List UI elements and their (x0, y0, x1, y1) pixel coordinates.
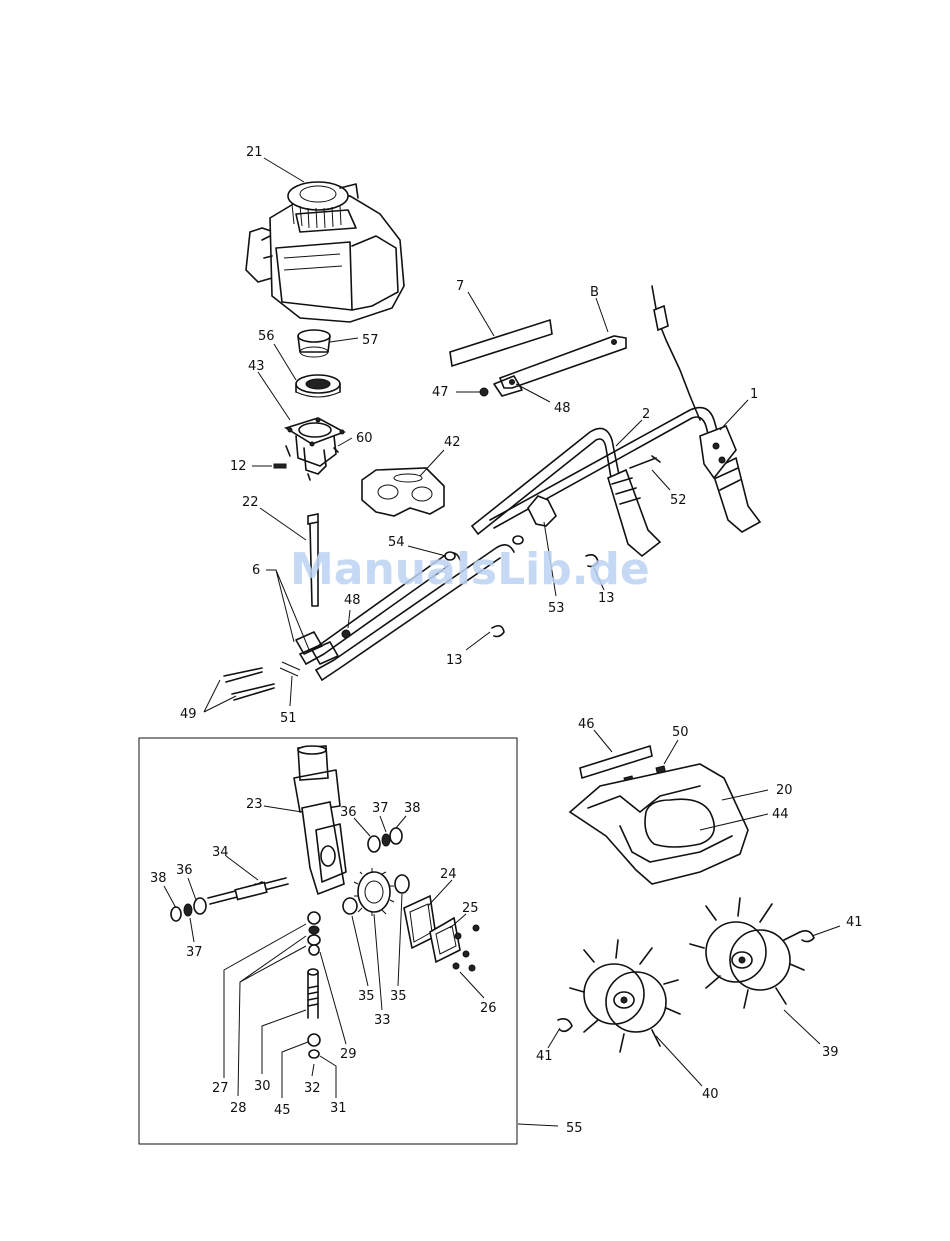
decal-part-7 (450, 320, 552, 366)
label-37-left: 37 (186, 945, 203, 960)
label-51: 51 (280, 711, 297, 726)
label-26: 26 (480, 1001, 497, 1016)
label-23: 23 (246, 797, 263, 812)
gearbox-housing-part-23 (294, 746, 346, 894)
label-28: 28 (230, 1101, 247, 1116)
tine-assembly-part-40 (570, 940, 680, 1052)
label-7: 7 (456, 279, 464, 294)
worm-gear-part-33 (354, 868, 394, 916)
label-41-left: 41 (536, 1049, 553, 1064)
label-38-left: 38 (150, 871, 167, 886)
label-42: 42 (444, 435, 461, 450)
label-48-upper: 48 (554, 401, 571, 416)
clip-part-13b (492, 626, 504, 637)
label-20: 20 (776, 783, 793, 798)
engine-part-21 (246, 182, 404, 322)
gasket-part-42 (362, 468, 444, 516)
label-57: 57 (362, 333, 379, 348)
clip-part-41-right (800, 931, 814, 942)
tine-assembly-part-39 (690, 898, 804, 1008)
spacer-part-51 (280, 662, 300, 676)
label-22: 22 (242, 495, 259, 510)
throttle-cable-end (654, 306, 668, 330)
bolt-part-52 (630, 456, 660, 468)
label-1: 1 (750, 387, 758, 402)
collar-part-31-32-45 (308, 1034, 320, 1058)
bearing-part-35-right (395, 875, 409, 893)
label-35-left: 35 (358, 989, 375, 1004)
label-24: 24 (440, 867, 457, 882)
label-55: 55 (566, 1121, 583, 1136)
label-40: 40 (702, 1087, 719, 1102)
label-38-right: 38 (404, 801, 421, 816)
bolt-part-12 (274, 464, 286, 468)
label-49: 49 (180, 707, 197, 722)
label-6: 6 (252, 563, 260, 578)
label-53: 53 (548, 601, 565, 616)
label-35-right: 35 (390, 989, 407, 1004)
label-21: 21 (246, 145, 263, 160)
label-34: 34 (212, 845, 229, 860)
label-2: 2 (642, 407, 650, 422)
pinion-shaft-part-30 (308, 969, 318, 1018)
washers-part-36-37-38-right (368, 828, 402, 852)
tine-shield-part-20 (570, 764, 748, 884)
label-50: 50 (672, 725, 689, 740)
label-27: 27 (212, 1081, 229, 1096)
knob-part-53 (528, 496, 556, 526)
label-29: 29 (340, 1047, 357, 1062)
bearing-part-35-left (343, 898, 357, 914)
label-47: 47 (432, 385, 449, 400)
label-25: 25 (462, 901, 479, 916)
label-39: 39 (822, 1045, 839, 1060)
label-45: 45 (274, 1103, 291, 1118)
gearbox-assembly-box-part-55 (139, 738, 517, 1144)
watermark: ManualsLib.de (290, 544, 650, 595)
part-labels: 21 57 56 43 60 12 7 B 47 48 2 1 42 52 22… (150, 145, 863, 1136)
label-36-left: 36 (176, 863, 193, 878)
decal-part-46 (580, 746, 652, 778)
label-32: 32 (304, 1081, 321, 1096)
nut-part-48-lower (342, 630, 350, 638)
label-13-lower: 13 (446, 653, 463, 668)
label-37-right: 37 (372, 801, 389, 816)
label-48-lower: 48 (344, 593, 361, 608)
label-60: 60 (356, 431, 373, 446)
worm-shaft-part-34 (208, 878, 288, 904)
label-44: 44 (772, 807, 789, 822)
label-56: 56 (258, 329, 275, 344)
pins-part-49 (224, 668, 274, 700)
label-41-right: 41 (846, 915, 863, 930)
bushings-part-27-28-29 (308, 912, 320, 955)
label-31: 31 (330, 1101, 347, 1116)
label-43: 43 (248, 359, 265, 374)
throttle-cable (652, 286, 700, 420)
gear-housing-top-part-43 (286, 418, 344, 480)
label-b: B (590, 285, 599, 300)
clip-part-41-left (558, 1019, 572, 1031)
bearing-part-56 (296, 375, 340, 397)
washers-part-36-37-38-left (171, 898, 206, 921)
handle-part-2 (472, 408, 760, 556)
label-12: 12 (230, 459, 247, 474)
label-36-right: 36 (340, 805, 357, 820)
label-30: 30 (254, 1079, 271, 1094)
label-46: 46 (578, 717, 595, 732)
coupler-part-57 (298, 330, 330, 357)
label-52: 52 (670, 493, 687, 508)
label-33: 33 (374, 1013, 391, 1028)
